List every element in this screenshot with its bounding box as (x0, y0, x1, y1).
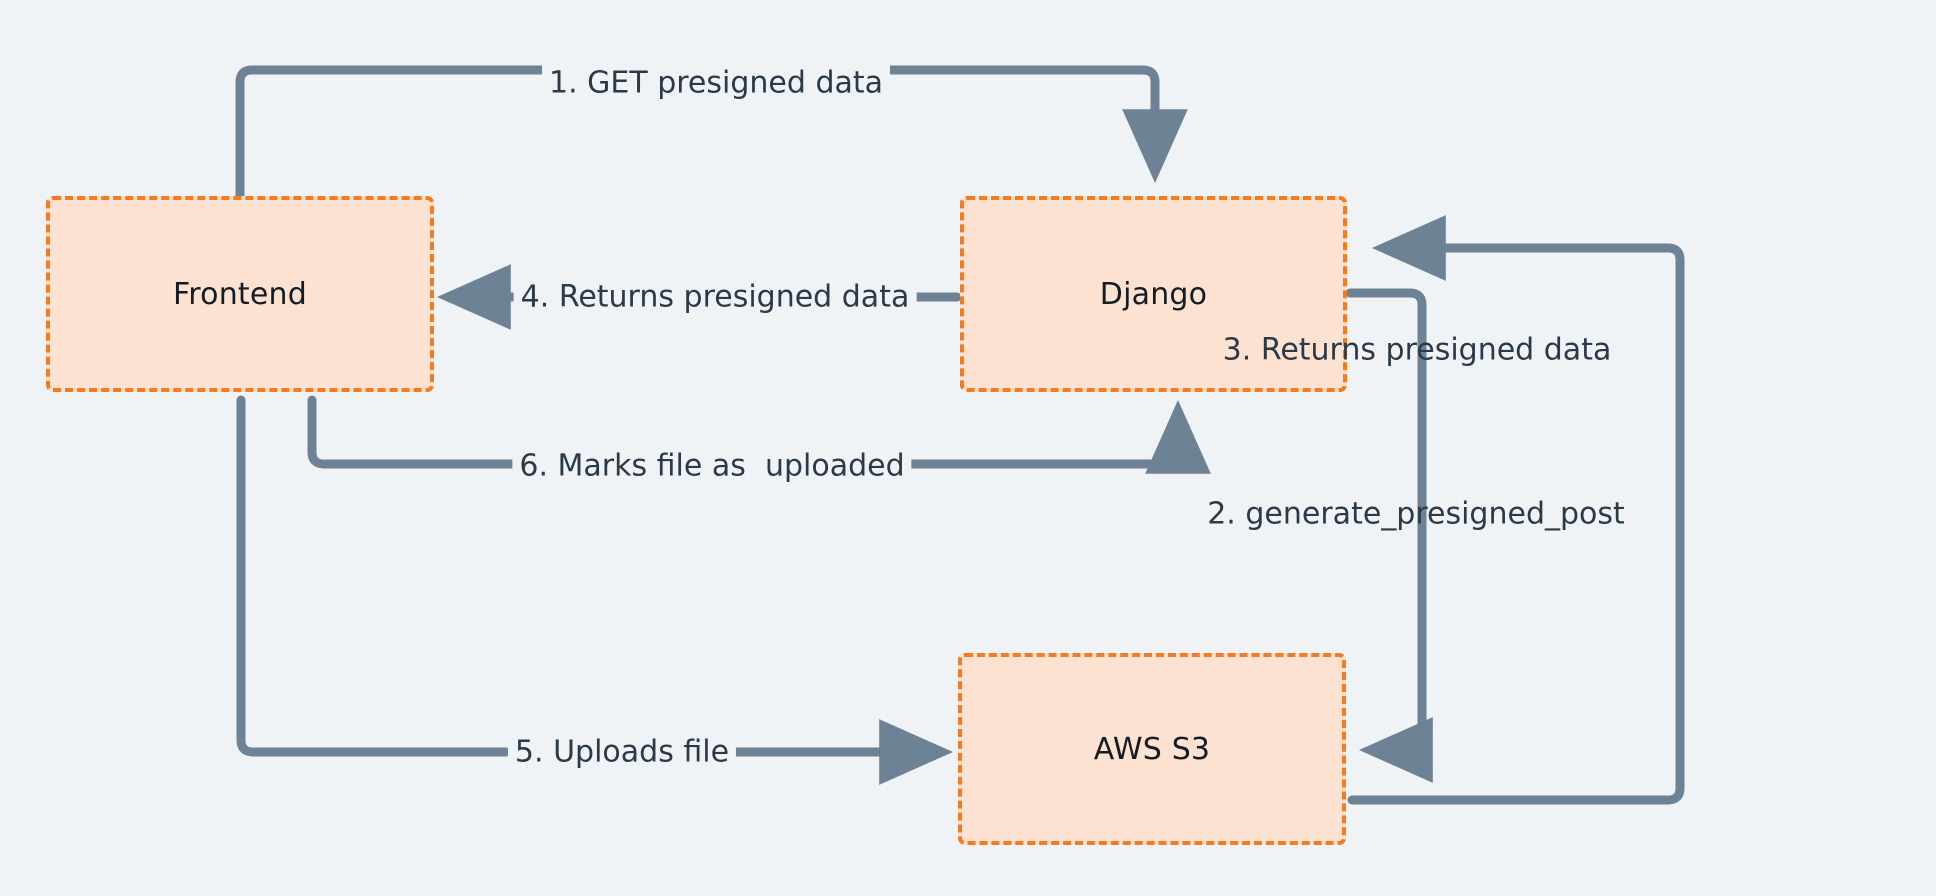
edge-label-step-3: 3. Returns presigned data (1222, 332, 1612, 368)
edge-label-step-6: 6. Marks file as uploaded (512, 448, 912, 484)
edge-label-step-2: 2. generate_presigned_post (1207, 496, 1625, 532)
edge-label-step-1: 1. GET presigned data (541, 65, 891, 101)
node-frontend[interactable]: Frontend (46, 196, 434, 392)
edge-label-step-5: 5. Uploads file (507, 734, 737, 770)
edge-label-step-4: 4. Returns presigned data (513, 279, 917, 315)
node-aws-s3[interactable]: AWS S3 (958, 653, 1346, 845)
node-django-label: Django (1099, 276, 1208, 312)
node-aws-s3-label: AWS S3 (1093, 731, 1211, 767)
node-django[interactable]: Django (960, 196, 1347, 392)
node-frontend-label: Frontend (173, 276, 307, 312)
